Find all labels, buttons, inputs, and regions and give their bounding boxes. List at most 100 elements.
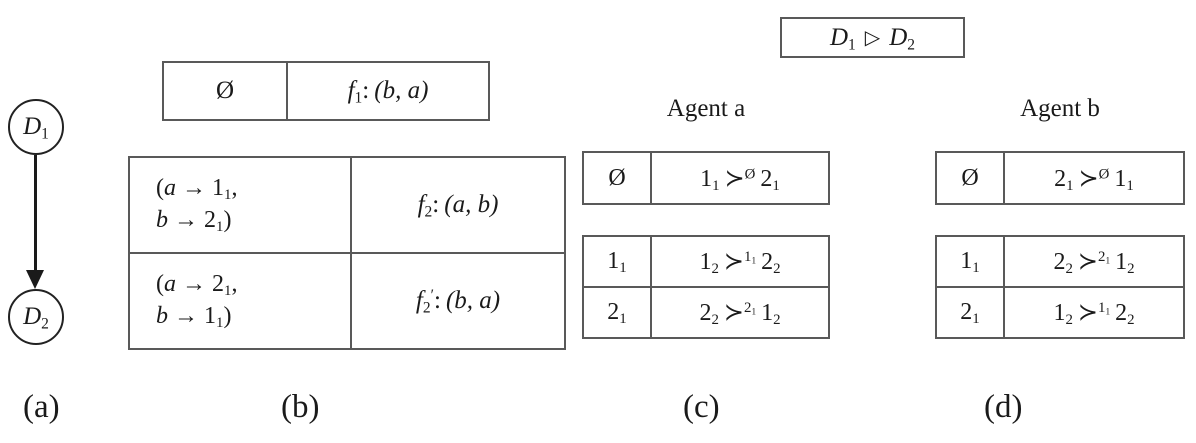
pref-right: 1 xyxy=(1114,165,1127,192)
cell-empty-set: Ø xyxy=(582,151,652,205)
succ-icon: ≻ xyxy=(724,165,745,192)
graph-node-d1: D1 xyxy=(8,99,64,155)
pref-context: 11 xyxy=(744,249,757,266)
pref-right: 2 xyxy=(761,249,774,275)
pref-right-sub: 2 xyxy=(773,312,781,329)
table-row: Ø f1:(b, a) xyxy=(162,61,490,121)
key-base: 1 xyxy=(607,248,620,274)
table-row: (a → 21, b → 11) f2′:(b, a) xyxy=(128,252,566,350)
panel-b-top-table: Ø f1:(b, a) xyxy=(162,61,490,121)
pref-right: 1 xyxy=(761,300,774,326)
relation-right-base: D xyxy=(889,23,908,51)
cell-context-key: 11 xyxy=(582,235,652,288)
fn-prime: ′ xyxy=(430,286,434,304)
assign-target: 1 xyxy=(212,175,224,202)
key-sub: 1 xyxy=(619,260,627,277)
assign-var: b xyxy=(156,303,168,329)
assign-var: b xyxy=(156,207,168,233)
graph-edge-line xyxy=(34,155,37,275)
node-d2-sub: 2 xyxy=(41,315,49,333)
assign-trailing: , xyxy=(231,175,238,202)
assign-target-sub: 1 xyxy=(224,187,232,204)
assign-var: a xyxy=(164,175,176,202)
cell-assignment-1: (a → 11, b → 21) xyxy=(128,156,352,254)
pref-context-sub: 1 xyxy=(751,306,757,317)
cell-function-f2-prime: f2′:(b, a) xyxy=(350,252,566,350)
pref-left: 1 xyxy=(699,249,712,275)
succ-icon: ≻ xyxy=(1077,300,1099,326)
fn-sub: 2 xyxy=(424,203,433,221)
cell-function-f1: f1:(b, a) xyxy=(286,61,490,121)
assign-target-sub: 1 xyxy=(216,315,224,332)
key-sub: 1 xyxy=(619,311,627,328)
pref-right: 2 xyxy=(1115,300,1128,326)
graph-node-d2: D2 xyxy=(8,289,64,345)
pref-context-base: 2 xyxy=(744,300,752,317)
pref-right-sub: 1 xyxy=(772,177,780,194)
pref-context: 21 xyxy=(1098,249,1110,266)
subfigure-label-a: (a) xyxy=(23,389,60,425)
panel-d-caption: Agent b xyxy=(1020,95,1100,122)
fn-tuple: (a, b) xyxy=(444,191,499,218)
triangle-right-icon: ▷ xyxy=(864,26,881,49)
fn-sub: 1 xyxy=(354,89,363,107)
fn-sub: 2 xyxy=(422,299,431,317)
key-base: 2 xyxy=(607,299,620,325)
relation-left-base: D xyxy=(829,23,849,51)
pref-context-base: 2 xyxy=(1098,249,1106,266)
panel-c-caption: Agent a xyxy=(666,95,746,122)
pref-left-sub: 2 xyxy=(1065,312,1073,329)
subfigure-label-d: (d) xyxy=(984,389,1023,425)
pref-right-sub: 2 xyxy=(1127,261,1135,278)
pref-right: 1 xyxy=(1115,249,1128,275)
node-d1-sub: 1 xyxy=(41,125,49,143)
assign-target: 2 xyxy=(212,271,224,298)
pref-context-base: 1 xyxy=(744,249,752,266)
arrow-icon: → xyxy=(174,303,198,329)
pref-left-sub: 1 xyxy=(712,177,720,194)
fn-name: f xyxy=(415,287,423,314)
node-d1-base: D xyxy=(23,113,42,140)
assign-target: 1 xyxy=(204,303,216,329)
key-sub: 1 xyxy=(972,260,980,277)
assign-trailing: ) xyxy=(223,303,232,329)
pref-left: 2 xyxy=(1053,249,1066,275)
fn-name: f xyxy=(347,77,355,104)
assign-trailing: ) xyxy=(223,207,232,233)
down-arrow-icon xyxy=(26,270,44,289)
key-base: 2 xyxy=(960,299,973,325)
assign-target: 2 xyxy=(204,207,216,233)
pref-right: 2 xyxy=(760,165,773,192)
cell-function-f2: f2:(a, b) xyxy=(350,156,566,254)
pref-context: 21 xyxy=(744,300,757,317)
pref-right-sub: 2 xyxy=(1127,312,1135,329)
subfigure-label-c: (c) xyxy=(683,389,720,425)
succ-icon: ≻ xyxy=(723,300,745,326)
cell-empty-set: Ø xyxy=(935,151,1005,205)
subfigure-label-b: (b) xyxy=(281,389,320,425)
arrow-icon: → xyxy=(174,207,198,233)
key-sub: 1 xyxy=(972,311,980,328)
relation-right-sub: 2 xyxy=(907,35,915,53)
pref-context: Ø xyxy=(1098,165,1110,182)
pref-left: 1 xyxy=(1053,300,1066,326)
arrow-icon: → xyxy=(182,175,206,202)
fn-tuple: (b, a) xyxy=(374,77,429,104)
cell-context-key: 21 xyxy=(935,286,1005,339)
pref-context-sub: 1 xyxy=(751,255,757,266)
pref-left: 1 xyxy=(700,165,713,192)
relation-box: D1▷D2 xyxy=(780,17,965,58)
